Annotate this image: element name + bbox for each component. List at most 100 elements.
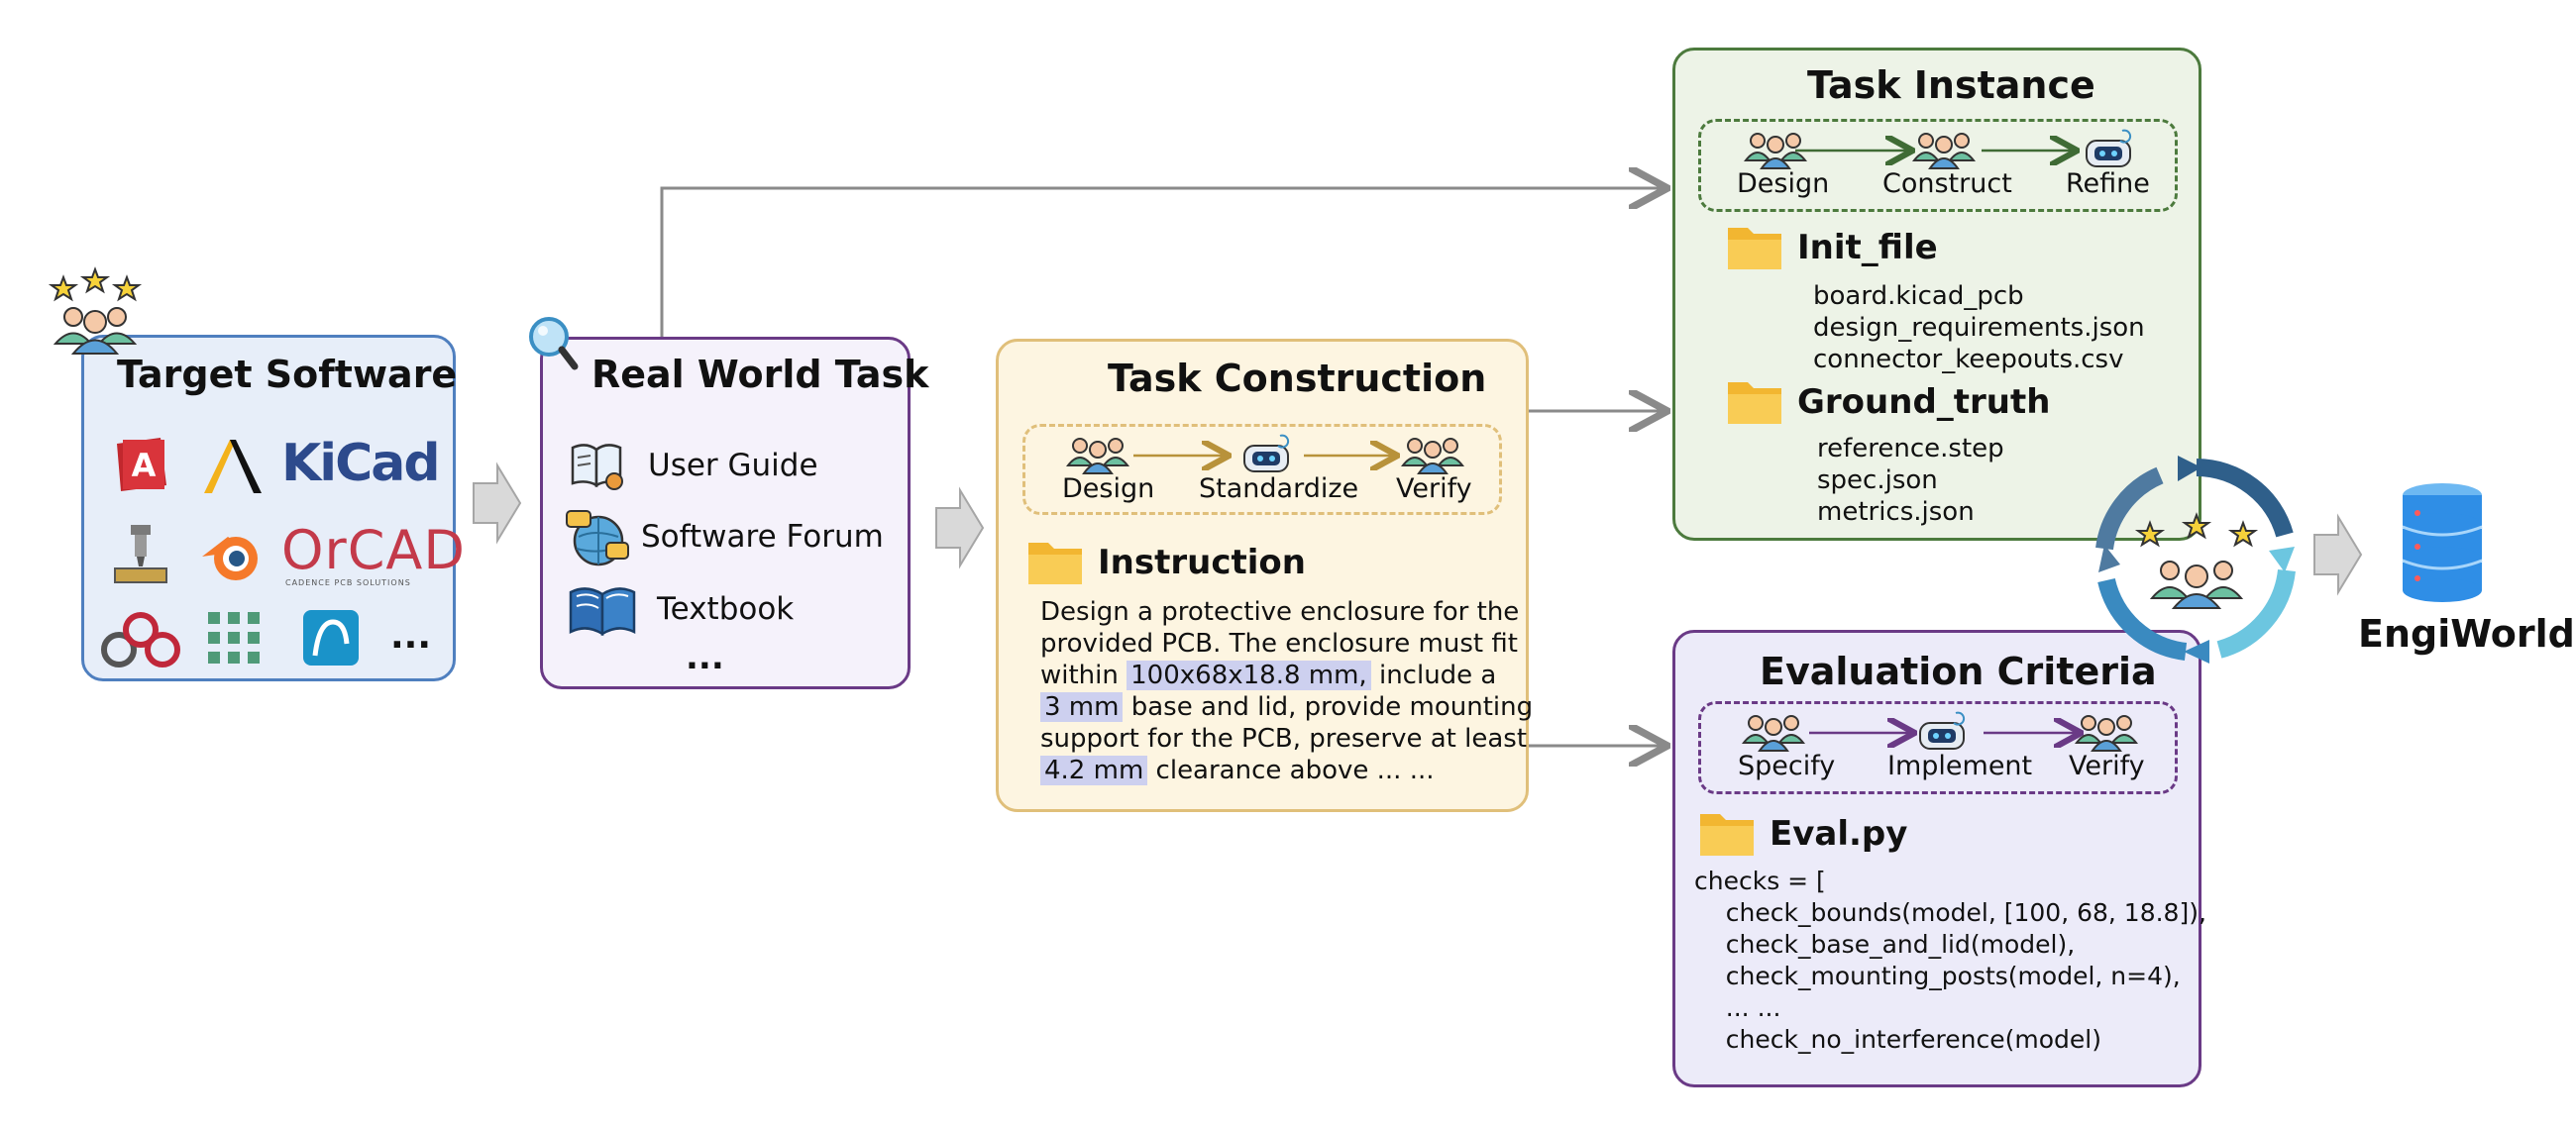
arrow-task-to-instance (660, 188, 1664, 337)
blender-logo-icon (202, 537, 258, 580)
mill-logo-icon (114, 525, 167, 583)
instruction-highlight: 4.2 mm (1040, 756, 1148, 785)
orcad-logo-icon: OrCAD CADENCE PCB SOLUTIONS (281, 519, 466, 588)
init-file-item: board.kicad_pcb (1813, 281, 2024, 311)
block-arrow-1 (473, 462, 522, 545)
task-instance-title: Task Instance (1807, 63, 2095, 107)
instruction-line: within 100x68x18.8 mm, include a (1040, 660, 1526, 691)
instruction-highlight: 100x68x18.8 mm, (1127, 661, 1371, 690)
eval-step-verify: Verify (2069, 751, 2145, 781)
instruction-line: Design a protective enclosure for the (1040, 596, 1526, 628)
instruction-highlight: 3 mm (1040, 692, 1124, 722)
engiworld-label: EngiWorld (2358, 612, 2575, 656)
init-file-item: connector_keepouts.csv (1813, 345, 2124, 374)
database-icon (2402, 483, 2483, 602)
eval-code-line: check_bounds(model, [100, 68, 18.8]), (1694, 898, 2206, 927)
folder-icon (1700, 814, 1754, 856)
design-team-icon (1743, 133, 1808, 169)
ground-truth-item: reference.step (1817, 434, 2004, 463)
target-software-panel (81, 335, 456, 681)
instruction-segment: include a (1370, 661, 1497, 690)
instruction-segment: clearance above ... ... (1147, 756, 1435, 785)
eval-code-line: checks = [ (1694, 867, 1826, 895)
target-software-title: Target Software (117, 353, 458, 396)
construction-step-design: Design (1062, 473, 1155, 504)
grid-app-logo-icon (208, 612, 260, 664)
eval-steps-arrows (1809, 701, 2178, 794)
autocad-logo-icon: A (117, 438, 166, 491)
construction-steps-arrows (1133, 424, 1502, 515)
instance-steps-box (1698, 119, 2178, 212)
instruction-line: 4.2 mm clearance above ... ... (1040, 755, 1526, 786)
instruction-segment: support for the PCB, preserve at least (1040, 724, 1528, 754)
verify-team-icon (2074, 715, 2139, 752)
eval-step-specify: Specify (1738, 751, 1836, 781)
real-world-task-title: Real World Task (591, 353, 929, 396)
robot-icon (2086, 129, 2132, 167)
eval-code-line: check_no_interference(model) (1694, 1025, 2101, 1054)
instance-step-design: Design (1737, 168, 1830, 199)
real-task-item-user-guide: User Guide (648, 448, 818, 483)
design-team-icon (1065, 438, 1130, 474)
evaluation-criteria-panel (1672, 630, 2201, 1087)
instruction-line: provided PCB. The enclosure must fit (1040, 628, 1526, 660)
instance-step-refine: Refine (2066, 168, 2150, 199)
instruction-segment: base and lid, provide mounting (1123, 692, 1534, 722)
real-task-more: ... (686, 638, 724, 677)
app-grid: A KiCad OrCAD CADENCE PCB SOLUTIONS (99, 426, 465, 673)
eval-code-line: check_base_and_lid(model), (1694, 930, 2076, 959)
construction-step-verify: Verify (1396, 473, 1472, 504)
instruction-folder-label: Instruction (1098, 543, 1306, 582)
ground-truth-item: spec.json (1817, 465, 1938, 495)
curve-app-logo-icon (303, 610, 359, 666)
ground-truth-folder-label: Ground_truth (1797, 382, 2051, 422)
init-file-item: design_requirements.json (1813, 313, 2145, 343)
svg-text:A: A (132, 447, 157, 484)
task-construction-panel (996, 339, 1529, 812)
fusion-logo-icon (101, 612, 180, 667)
eval-steps-box (1698, 701, 2178, 794)
instruction-segment: provided PCB. The enclosure must fit (1040, 629, 1518, 659)
instruction-segment: Design a protective enclosure for the (1040, 597, 1520, 627)
task-construction-title: Task Construction (1108, 357, 1487, 400)
magnifier-icon (529, 317, 579, 370)
verify-team-icon (1400, 438, 1465, 474)
construction-step-standardize: Standardize (1199, 473, 1359, 504)
textbook-icon (569, 587, 636, 637)
instance-steps-arrows (1795, 119, 2178, 212)
kicad-logo-icon: KiCad (281, 434, 441, 493)
robot-icon (1243, 434, 1290, 472)
construction-steps-box (1022, 424, 1502, 515)
real-world-task-panel (540, 337, 911, 689)
block-arrow-2 (935, 486, 985, 569)
folder-icon (1728, 382, 1781, 424)
robot-icon (1919, 711, 1966, 750)
real-task-item-software-forum: Software Forum (641, 519, 884, 555)
eval-code-block: checks = [ check_bounds(model, [100, 68,… (1694, 866, 2206, 1056)
team-stars-icon (48, 266, 143, 355)
instruction-segment: within (1040, 661, 1127, 690)
anima-logo-icon (204, 440, 262, 493)
folder-icon (1028, 543, 1082, 584)
block-arrow-3 (2313, 513, 2363, 596)
instance-step-construct: Construct (1882, 168, 2012, 199)
real-task-item-textbook: Textbook (657, 591, 795, 627)
specify-team-icon (1741, 715, 1806, 752)
cycle-team-icon (2095, 456, 2296, 664)
eval-code-line: ... ... (1694, 993, 1781, 1022)
eval-code-line: check_mounting_posts(model, n=4), (1694, 962, 2181, 990)
more-apps-ellipsis: ... (390, 616, 432, 657)
eval-step-implement: Implement (1887, 751, 2033, 781)
instruction-line: support for the PCB, preserve at least (1040, 723, 1528, 755)
folder-icon (1728, 228, 1781, 269)
init-file-folder-label: Init_file (1797, 228, 1938, 267)
ground-truth-item: metrics.json (1817, 497, 1975, 527)
eval-py-folder-label: Eval.py (1770, 814, 1908, 854)
task-instance-panel (1672, 48, 2201, 541)
software-forum-icon (566, 510, 629, 566)
construct-team-icon (1911, 133, 1977, 169)
user-guide-icon (571, 444, 623, 490)
evaluation-criteria-title: Evaluation Criteria (1760, 650, 2157, 693)
